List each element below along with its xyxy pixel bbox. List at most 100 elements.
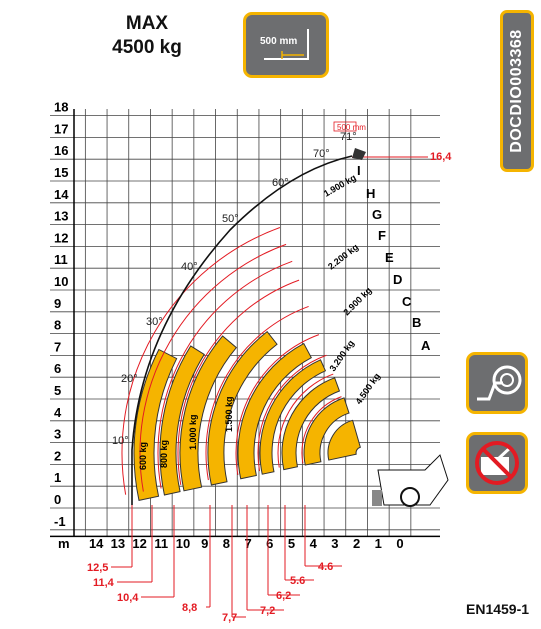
extension-letter-H: H <box>366 186 375 201</box>
zone-reach-label: 11,4 <box>93 577 115 589</box>
machine-fork <box>372 490 382 506</box>
extension-letter-F: F <box>378 228 386 243</box>
zone-reach-label: 4.6 <box>318 561 333 573</box>
angle-label: 50° <box>222 213 239 225</box>
reach-tick-label: 7 <box>244 536 251 551</box>
capacity-title: MAX 4500 kg <box>92 12 202 60</box>
angle-label: 70° <box>313 148 330 160</box>
fork-icon <box>264 29 309 60</box>
extension-letter-C: C <box>402 294 412 309</box>
height-tick-label: 1 <box>54 470 61 485</box>
height-tick-label: 5 <box>54 383 61 398</box>
reach-tick-label: 2 <box>353 536 360 551</box>
capacity-arc-8 <box>139 243 287 492</box>
height-tick-label: 16 <box>54 143 68 158</box>
reach-tick-label: 9 <box>201 536 208 551</box>
zone-load-label: 1.900 kg <box>322 172 358 198</box>
reach-tick-label: 5 <box>288 536 295 551</box>
reach-tick-label: 4 <box>310 536 318 551</box>
height-tick-label: 17 <box>54 121 68 136</box>
reach-tick-label: 6 <box>266 536 273 551</box>
reach-tick-label: 12 <box>132 536 146 551</box>
capacity-arc-4 <box>235 334 320 475</box>
tip-offset-box <box>333 121 357 132</box>
angle-label: 30° <box>146 316 163 328</box>
reach-tick-label: 10 <box>176 536 190 551</box>
height-tick-label: 12 <box>54 230 68 245</box>
machine-body <box>377 454 449 506</box>
capacity-arc-1 <box>301 396 342 464</box>
angle-label: 60° <box>272 177 289 189</box>
stabilizer-icon-drawing <box>477 365 522 401</box>
angle-label: 71° <box>340 131 357 143</box>
zone-reach-label: 6,2 <box>276 590 291 602</box>
capacity-title-line2: 4500 kg <box>112 37 182 58</box>
extension-letter-E: E <box>385 250 394 265</box>
height-tick-label: 13 <box>54 209 68 224</box>
max-height-label: 16,4 <box>430 151 452 163</box>
zone-reach-label: 10,4 <box>117 592 139 604</box>
extension-letter-I: I <box>357 163 361 178</box>
height-tick-label: 7 <box>54 339 61 354</box>
standard-reference: EN1459-1 <box>466 601 530 617</box>
reach-tick-label: 11 <box>154 536 168 551</box>
document-code-badge: DOCDIO003368 <box>500 10 534 172</box>
load-band-1 <box>133 348 178 501</box>
height-tick-label: 10 <box>54 274 68 289</box>
capacity-arc-7 <box>157 260 293 489</box>
load-band-9 <box>327 419 361 461</box>
load-band-3 <box>179 335 238 492</box>
load-band-6 <box>259 359 327 475</box>
capacity-arc-5 <box>205 305 309 481</box>
no-rotation-icon <box>466 432 528 494</box>
height-tick-label: 11 <box>54 252 68 267</box>
zone-reach-label: 5.6 <box>290 575 305 587</box>
angle-label: 10° <box>112 435 129 447</box>
height-tick-label: 18 <box>54 100 68 115</box>
angle-label: 40° <box>181 261 198 273</box>
height-tick-label: 0 <box>54 492 61 507</box>
no-rotation-icon-drawing <box>475 441 519 485</box>
height-tick-label: 2 <box>54 448 61 463</box>
height-tick-label: 15 <box>54 165 68 180</box>
zone-load-label: 600 kg <box>138 442 148 470</box>
fork-offset-badge: 500 mm <box>243 12 329 78</box>
height-tick-label: 8 <box>54 318 61 333</box>
zone-reach-label: 7,2 <box>260 605 275 617</box>
height-tick-label: 4 <box>54 405 62 420</box>
height-tick-label: 3 <box>54 427 61 442</box>
zone-load-label: 800 kg <box>159 440 169 468</box>
machine-wheel <box>400 487 420 507</box>
extension-letter-A: A <box>421 338 431 353</box>
unit-label: m <box>58 536 70 551</box>
reach-tick-label: 13 <box>111 536 125 551</box>
extension-letter-B: B <box>412 315 421 330</box>
extension-letter-G: G <box>372 207 382 222</box>
reach-tick-label: 3 <box>331 536 338 551</box>
load-band-7 <box>281 377 341 471</box>
reach-tick-label: 8 <box>223 536 230 551</box>
zone-load-label: 1.000 kg <box>188 414 198 450</box>
height-tick-label: -1 <box>54 514 66 529</box>
zone-reach-label: 7,7 <box>222 612 237 624</box>
reach-tick-label: 1 <box>375 536 382 551</box>
angle-label: 20° <box>121 373 138 385</box>
capacity-arc-3 <box>257 354 327 472</box>
zone-reach-label: 8,8 <box>182 602 197 614</box>
load-band-2 <box>159 345 205 496</box>
capacity-title-line1: MAX <box>125 13 169 34</box>
zone-reach-label: 12,5 <box>87 562 108 574</box>
capacity-arc-9 <box>121 227 281 495</box>
fork-offset-label: 500 mm <box>260 36 298 47</box>
height-tick-label: 14 <box>54 187 69 202</box>
reach-tick-label: 14 <box>89 536 104 551</box>
tip-offset-label: 500 mm <box>337 123 366 132</box>
stabilizer-icon <box>466 352 528 414</box>
fork-tip-shape <box>352 148 366 160</box>
lift-envelope <box>131 155 353 505</box>
extension-letter-D: D <box>393 272 402 287</box>
capacity-arc-2 <box>277 373 334 468</box>
height-tick-label: 6 <box>54 361 61 376</box>
reach-tick-label: 0 <box>396 536 403 551</box>
